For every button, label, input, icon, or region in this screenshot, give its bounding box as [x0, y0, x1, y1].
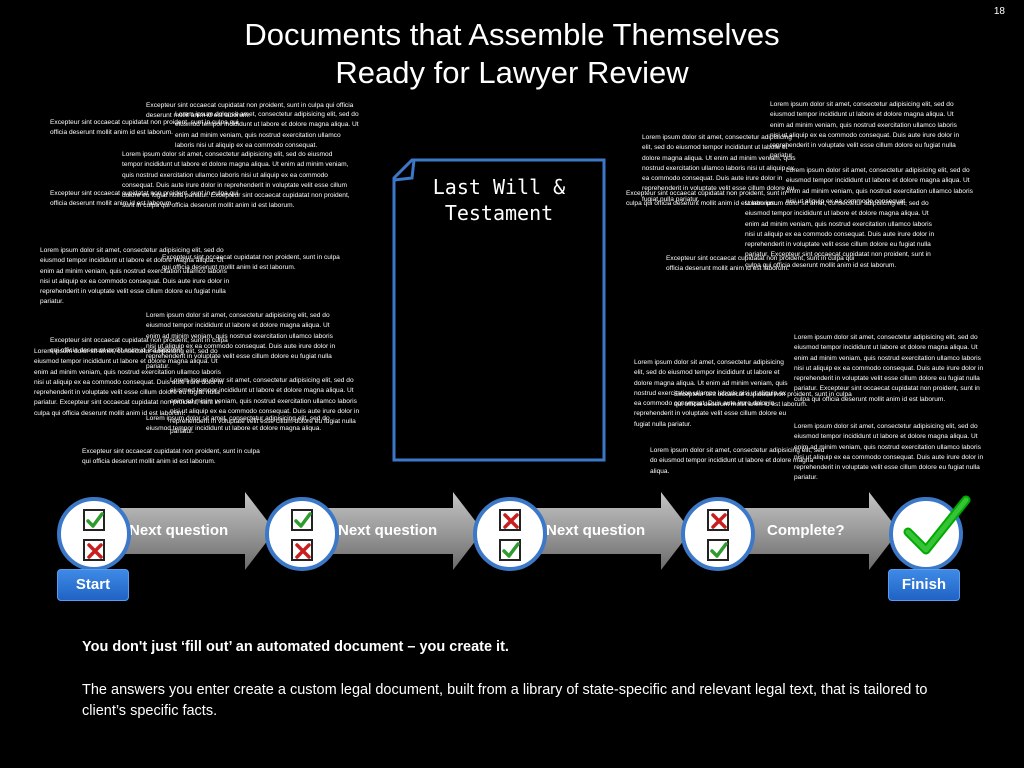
text-fragment: Lorem ipsum dolor sit amet, consectetur … — [634, 359, 788, 428]
text-fragment: Lorem ipsum dolor sit amet, consectetur … — [146, 415, 330, 433]
text-fragment: Lorem ipsum dolor sit amet, consectetur … — [642, 134, 796, 203]
text-fragment: Excepteur sint occaecat cupidatat non pr… — [674, 391, 852, 409]
checkbox-crossed-icon — [707, 509, 729, 531]
step-label[interactable]: Complete? — [767, 522, 845, 539]
checkbox-crossed-icon — [499, 509, 521, 531]
title-line-2: Ready for Lawyer Review — [335, 55, 689, 90]
text-fragment: Excepteur sint occaecat cupidatat non pr… — [626, 190, 787, 208]
start-button[interactable]: Start — [57, 569, 129, 601]
arrow-shape — [318, 492, 483, 570]
text-fragment: Lorem ipsum dolor sit amet, consectetur … — [745, 200, 935, 269]
text-fragment: Lorem ipsum dolor sit amet, consectetur … — [794, 423, 984, 482]
text-fragment: Lorem ipsum dolor sit amet, consectetur … — [170, 377, 360, 436]
text-fragment: Excepteur sint occaecat cupidatat non pr… — [162, 254, 340, 272]
checkbox-checked-icon — [291, 509, 313, 531]
document-outline-icon — [392, 158, 606, 462]
arrow-shape — [734, 492, 899, 570]
text-fragment: Lorem ipsum dolor sit amet, consectetur … — [770, 101, 960, 160]
text-fragment: Lorem ipsum dolor sit amet, consectetur … — [650, 447, 825, 475]
step-circle[interactable] — [681, 497, 755, 571]
step-circle[interactable] — [265, 497, 339, 571]
footer-headline: You don't just ‘fill out’ an automated d… — [82, 639, 509, 655]
document-graphic: Last Will & Testament — [392, 158, 606, 462]
checkbox-checked-icon — [499, 539, 521, 561]
text-fragment: Lorem ipsum dolor sit amet, consectetur … — [786, 167, 973, 205]
slide-number: 18 — [993, 6, 1005, 17]
footer-description: The answers you enter create a custom le… — [82, 682, 928, 719]
step-label[interactable]: Next question — [129, 522, 229, 539]
text-fragment: Excepteur sint occaecat cupidatat non pr… — [666, 255, 855, 273]
checkbox-crossed-icon — [291, 539, 313, 561]
checkbox-crossed-icon — [83, 539, 105, 561]
finish-button[interactable]: Finish — [888, 569, 960, 601]
page-title: Documents that Assemble Themselves Ready… — [0, 16, 1024, 92]
step-circle-start[interactable] — [57, 497, 131, 571]
step-circle[interactable] — [473, 497, 547, 571]
text-fragment: Excepteur sint occaecat cupidatat non pr… — [50, 119, 239, 137]
text-fragment: Lorem ipsum dolor sit amet, consectetur … — [794, 334, 984, 403]
text-fragment: Lorem ipsum dolor sit amet, consectetur … — [175, 111, 359, 149]
text-fragment: Excepteur sint occaecat cupidatat non pr… — [50, 337, 228, 355]
text-fragment: Lorem ipsum dolor sit amet, consectetur … — [40, 247, 230, 306]
big-checkmark-icon — [903, 495, 971, 555]
text-fragment: Lorem ipsum dolor sit amet, consectetur … — [146, 312, 336, 371]
text-fragment: Excepteur sint occaecat cupidatat non pr… — [146, 102, 354, 120]
text-fragment: Lorem ipsum dolor sit amet, consectetur … — [34, 348, 224, 417]
checkbox-checked-icon — [707, 539, 729, 561]
checkbox-checked-icon — [83, 509, 105, 531]
title-line-1: Documents that Assemble Themselves — [244, 17, 780, 52]
document-title: Last Will & Testament — [432, 175, 566, 225]
arrow-shape — [110, 492, 275, 570]
step-label[interactable]: Next question — [546, 522, 646, 539]
text-fragment: Lorem ipsum dolor sit amet, consectetur … — [122, 151, 350, 210]
text-fragment: Excepteur sint occaecat cupidatat non pr… — [82, 448, 260, 466]
step-label[interactable]: Next question — [338, 522, 438, 539]
arrow-shape — [526, 492, 691, 570]
text-fragment: Excepteur sint occaecat cupidatat non pr… — [50, 190, 239, 208]
